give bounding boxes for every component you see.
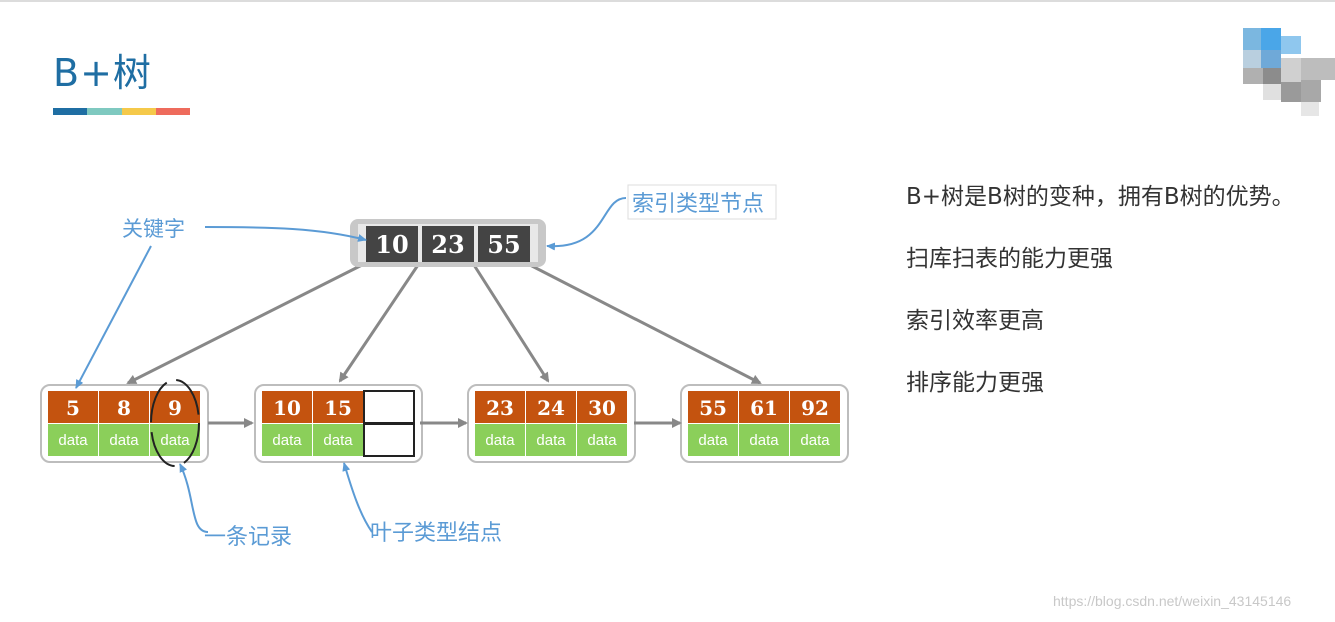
leaf-key-label: 55 xyxy=(699,396,727,420)
leaf-data-cell xyxy=(577,424,627,456)
leaf-data-label: data xyxy=(698,432,728,449)
keyword-label: 关键字 xyxy=(122,217,185,241)
leaf-key-cell xyxy=(150,391,200,423)
bullet-list: B+树是B树的变种，拥有B树的优势。 扫库扫表的能力更强 索引效率更高 排序能力… xyxy=(906,182,1295,430)
leaf-data-cell xyxy=(150,424,200,456)
leaf-data-label: data xyxy=(749,432,779,449)
leaf-key-cell xyxy=(688,391,738,423)
tree-arrow xyxy=(338,264,420,383)
empty-data-cell xyxy=(363,423,415,457)
index-node-pointer xyxy=(546,197,627,251)
leaf-data-cell xyxy=(48,424,98,456)
leaf-key-label: 23 xyxy=(486,396,514,420)
leaf-data-label: data xyxy=(323,432,353,449)
bullet-item: 扫库扫表的能力更强 xyxy=(906,246,1113,272)
empty-key-cell xyxy=(363,390,415,424)
leaf-key-label: 15 xyxy=(324,396,352,420)
leaf-key-label: 10 xyxy=(273,396,301,420)
leaf-data-cell xyxy=(688,424,738,456)
leaf-data-cell xyxy=(790,424,840,456)
leaf-data-label: data xyxy=(109,432,139,449)
leaf-data-cell xyxy=(739,424,789,456)
leaf-key-label: 5 xyxy=(66,396,80,420)
leaf-key-cell xyxy=(739,391,789,423)
leaf-key-label: 24 xyxy=(537,396,565,420)
leaf-key-cell xyxy=(262,391,312,423)
leaf-node-pointer xyxy=(342,462,373,533)
leaf-data-label: data xyxy=(485,432,515,449)
keyword-pointer-root xyxy=(204,226,367,242)
bullet-item: B+树是B树的变种，拥有B树的优势。 xyxy=(906,184,1295,210)
leaf-data-cell xyxy=(313,424,363,456)
root-key-label: 10 xyxy=(375,230,408,259)
leaf-data-cell xyxy=(262,424,312,456)
root-key-cell xyxy=(422,226,474,262)
leaf-key-cell xyxy=(790,391,840,423)
index-node-label-box xyxy=(627,184,777,220)
leaf-data-label: data xyxy=(160,432,190,449)
leaf-data-cell xyxy=(475,424,525,456)
watermark: https://blog.csdn.net/weixin_43145146 xyxy=(1053,593,1292,609)
leaf-data-cell xyxy=(99,424,149,456)
root-key-label: 23 xyxy=(431,230,464,259)
leaf-key-cell xyxy=(48,391,98,423)
record-label: 一条记录 xyxy=(204,525,292,550)
leaf-key-label: 9 xyxy=(168,396,182,420)
record-ellipse xyxy=(150,379,200,467)
leaf-key-label: 92 xyxy=(801,396,829,420)
bullet-item: 排序能力更强 xyxy=(906,370,1044,396)
leaf-key-cell xyxy=(526,391,576,423)
underline-segment-4 xyxy=(155,108,190,115)
tree-arrow xyxy=(529,263,762,385)
leaf-node-label: 叶子类型结点 xyxy=(370,521,502,546)
leaf-key-cell xyxy=(577,391,627,423)
root-key-label: 55 xyxy=(487,230,520,259)
underline-segment-1 xyxy=(53,108,88,115)
leaf-data-label: data xyxy=(58,432,88,449)
underline-segment-3 xyxy=(121,108,156,115)
keyword-pointer-leaf xyxy=(75,245,152,389)
leaf-key-label: 8 xyxy=(117,396,131,420)
leaf-key-cell xyxy=(313,391,363,423)
leaf-data-label: data xyxy=(536,432,566,449)
leaf-data-label: data xyxy=(587,432,617,449)
leaf-data-label: data xyxy=(272,432,302,449)
leaf-key-label: 61 xyxy=(750,396,778,420)
slide-title: B+树 xyxy=(53,51,152,95)
root-key-cell xyxy=(478,226,530,262)
pixelated-logo xyxy=(1243,28,1335,116)
leaf-data-label: data xyxy=(800,432,830,449)
root-key-cell xyxy=(366,226,418,262)
bullet-item: 索引效率更高 xyxy=(906,308,1044,334)
title-underline xyxy=(53,108,190,115)
tree-arrow xyxy=(472,264,550,383)
tree-arrow xyxy=(126,263,363,385)
record-pointer xyxy=(179,463,209,533)
index-node-label: 索引类型节点 xyxy=(632,192,764,217)
leaf-key-cell xyxy=(475,391,525,423)
underline-segment-2 xyxy=(87,108,122,115)
top-border xyxy=(0,0,1335,2)
leaf-key-label: 30 xyxy=(588,396,616,420)
leaf-data-cell xyxy=(526,424,576,456)
leaf-key-cell xyxy=(99,391,149,423)
